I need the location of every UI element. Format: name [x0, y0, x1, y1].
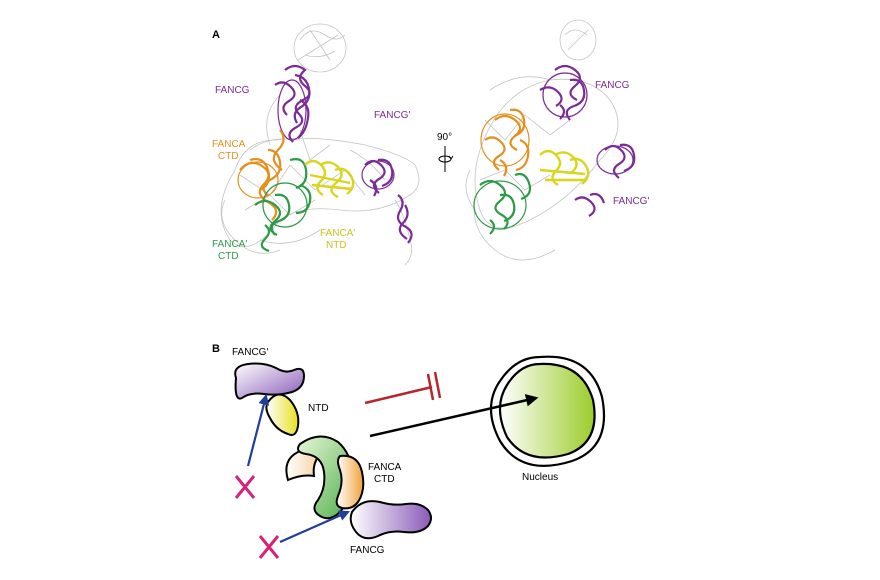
- label-fanca-ctd-left-line1: FANCA: [212, 139, 246, 150]
- fanca-prime-ntd-cartoon-left: [304, 159, 355, 199]
- panel-a: A: [212, 19, 649, 266]
- nuclear-import-arrow: [369, 394, 539, 438]
- structure-right-view: [465, 19, 636, 261]
- label-fanca-b-line1: FANCA: [368, 462, 402, 473]
- fanca-ctd-cartoon-right: [480, 108, 530, 177]
- ntd-shape: [265, 393, 300, 436]
- fancg-prime-shape: [234, 362, 306, 400]
- label-fanca-b-line2: CTD: [374, 474, 395, 485]
- panel-a-letter: A: [212, 29, 220, 41]
- fanca-prime-cartoon-right: [473, 172, 532, 235]
- panel-b: B FANCG' NTD Nucleus FANCA CTD F: [212, 343, 606, 559]
- label-fancg-b: FANCG: [350, 545, 385, 556]
- panel-b-letter: B: [212, 343, 220, 355]
- label-fanca-prime-ctd-line1: FANCA': [212, 239, 247, 250]
- cross-mark-lower: [258, 535, 280, 559]
- label-ntd-b: NTD: [308, 403, 329, 414]
- label-fancg-left: FANCG: [215, 85, 250, 96]
- label-fancg-prime-b: FANCG': [232, 347, 268, 358]
- label-fanca-prime-ctd-line2: CTD: [218, 251, 239, 262]
- fancg-prime-cartoon-left: [361, 158, 413, 244]
- ntd-cartoon-right: [539, 149, 590, 187]
- label-fancg-prime-left: FANCG': [374, 110, 410, 121]
- cross-mark-upper: [234, 475, 256, 499]
- blue-arrow-to-fancg-prime: [246, 393, 270, 467]
- blue-arrow-to-fancg: [279, 510, 351, 544]
- structure-left-view: [220, 23, 420, 266]
- label-fanca-prime-ntd-line2: NTD: [326, 240, 347, 251]
- nucleus-shape: [490, 355, 606, 468]
- fancg-cartoon-left: [274, 64, 311, 143]
- label-fancg-prime-right: FANCG': [613, 196, 649, 207]
- fanca-prime-ctd-cartoon-left: [254, 158, 312, 253]
- label-fanca-ctd-left-line2: CTD: [218, 151, 239, 162]
- fancg-prime-cartoon-right: [574, 143, 636, 217]
- rotation-90-icon: 90°: [437, 132, 454, 172]
- fancg-cartoon-right: [539, 64, 588, 121]
- inhibition-symbol: [364, 371, 442, 405]
- label-fanca-prime-ntd-line1: FANCA': [320, 228, 355, 239]
- fancg-shape: [349, 500, 432, 540]
- fanca-ctd-orange-shape: [335, 454, 365, 510]
- fanca-ctd-cartoon-left: [237, 129, 285, 221]
- density-map-right: [465, 19, 619, 261]
- label-nucleus: Nucleus: [522, 472, 558, 483]
- rotation-label: 90°: [437, 132, 452, 143]
- label-fancg-right: FANCG: [595, 80, 630, 91]
